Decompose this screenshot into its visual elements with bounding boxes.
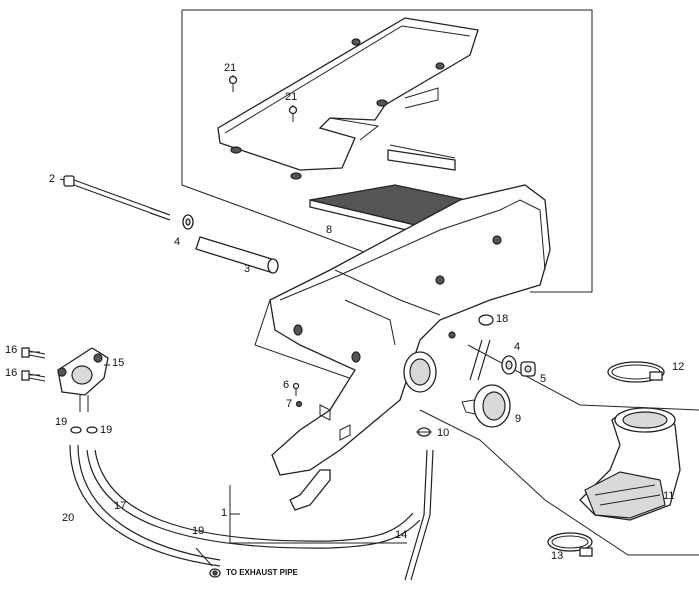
clip-19a (70, 426, 82, 434)
callout-5: 5 (540, 373, 547, 385)
callout-20: 20 (62, 512, 75, 524)
screw-16a (21, 347, 46, 359)
cover-screw-21a (228, 75, 238, 92)
clip-19c (209, 568, 221, 578)
callout-13: 13 (551, 550, 564, 562)
clip-10 (416, 427, 432, 437)
callout-16b: 16 (5, 367, 18, 379)
hose-17 (86, 449, 421, 549)
hose-clamp-13 (547, 532, 593, 557)
callout-12: 12 (672, 361, 685, 373)
callout-3: 3 (244, 263, 251, 275)
callout-14: 14 (395, 529, 408, 541)
callout-16a: 16 (5, 344, 18, 356)
callout-10: 10 (437, 427, 450, 439)
callout-7: 7 (286, 398, 293, 410)
callout-4b: 4 (514, 341, 521, 353)
nut-right (520, 361, 536, 377)
spacer-tube (195, 236, 279, 274)
airbox-body (269, 184, 551, 511)
screw-6 (292, 382, 300, 396)
drain-hose-14 (404, 449, 434, 581)
intake-snorkel (579, 407, 681, 521)
callout-6: 6 (283, 379, 290, 391)
intake-sleeve (461, 384, 511, 428)
callout-2: 2 (49, 173, 56, 185)
cover-screw-21b (288, 105, 298, 122)
clip-7 (295, 400, 303, 408)
callout-4a: 4 (174, 236, 181, 248)
leader-lines (30, 75, 294, 567)
callout-19b: 19 (100, 424, 113, 436)
callout-19a: 19 (55, 416, 68, 428)
hose-clamp-12 (607, 361, 665, 383)
airbox-cover (217, 17, 479, 180)
callout-21b: 21 (285, 91, 298, 103)
breather-cover (57, 347, 109, 412)
clip-19b (86, 426, 98, 434)
callout-19c: 19 (192, 525, 205, 537)
callout-11: 11 (663, 490, 675, 502)
hose-20 (69, 444, 221, 567)
callout-18: 18 (496, 313, 509, 325)
callout-8: 8 (326, 224, 333, 236)
washer-left (182, 214, 194, 230)
callout-21a: 21 (224, 62, 237, 74)
screw-16b (21, 370, 46, 382)
callout-9: 9 (515, 413, 522, 425)
callout-17: 17 (114, 500, 127, 512)
cover-bracket (387, 144, 456, 171)
long-bolt (63, 175, 171, 221)
callout-1: 1 (221, 507, 228, 519)
callout-15: 15 (112, 357, 125, 369)
washer-right (501, 355, 517, 375)
exhaust-pipe-note: TO EXHAUST PIPE (226, 568, 298, 577)
breather-hose-18 (469, 314, 494, 381)
